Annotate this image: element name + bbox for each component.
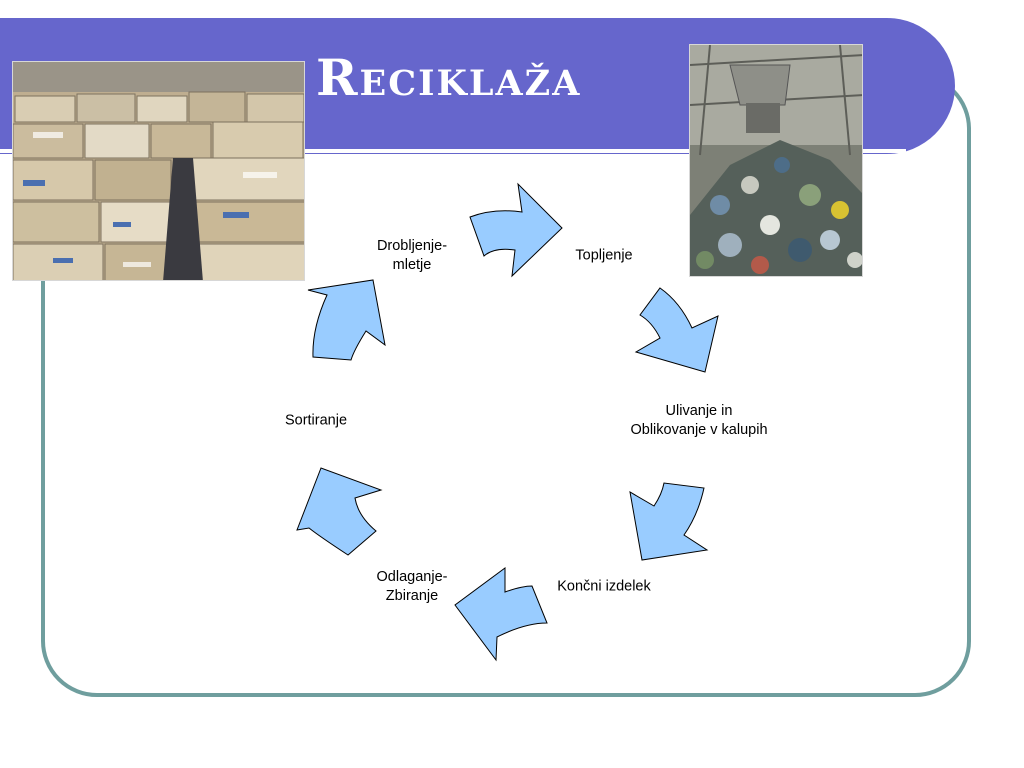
step-label-line: Ulivanje in Oblikovanje v kalupih [630,403,768,438]
cycle-arrow [307,279,386,361]
step-label-line: Topljenje [575,247,633,264]
step-label-line: Drobljenje- mletje [376,238,448,273]
title-underline [0,149,906,153]
cycle-arrow [634,287,719,373]
step-label-melting: Topljenje [575,247,632,266]
step-label-molding: Ulivanje in Oblikovanje v kalupih [630,402,767,440]
step-label-line: Sortiranje [284,412,348,429]
cycle-arrow [296,467,383,556]
cardboard-bales-photo [12,61,305,281]
step-label-sorting: Sortiranje [285,412,347,431]
step-label-final-product: Končni izdelek [557,578,651,597]
cycle-arrow [454,567,548,662]
step-label-line: Končni izdelek [557,578,651,595]
step-label-shredding: Drobljenje- mletje [377,237,447,275]
step-label-collection: Odlaganje- Zbiranje [377,568,448,606]
cycle-arrow [469,182,563,278]
cycle-arrow [629,482,709,561]
slide-title: Reciklaža [316,48,582,107]
waste-pile-photo [689,44,863,277]
step-label-line: Odlaganje- Zbiranje [376,569,448,604]
